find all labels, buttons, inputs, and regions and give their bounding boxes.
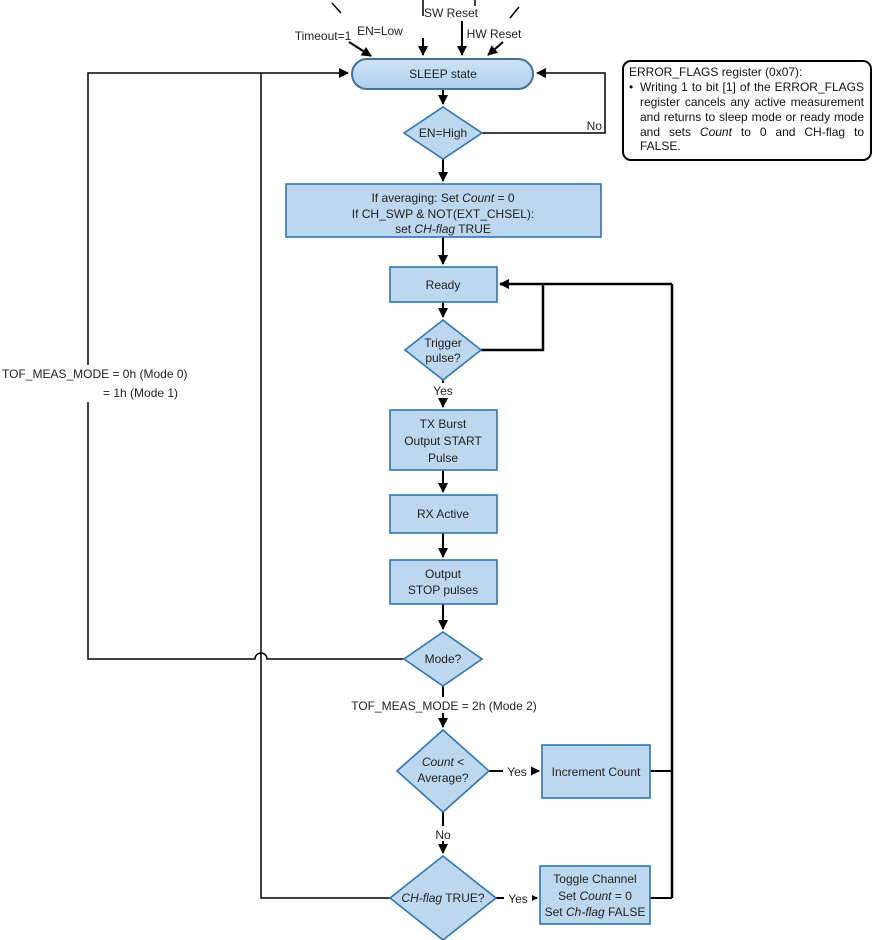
label-mask <box>429 383 457 398</box>
edge-label-mode2-group: TOF_MEAS_MODE = 2h (Mode 2) <box>351 697 537 713</box>
init-line1: If averaging: Set Count = 0 <box>371 191 514 205</box>
edge-label-yes-chflag-group: Yes <box>504 890 532 906</box>
trigger-label-hw-reset: HW Reset <box>467 27 522 41</box>
node-en-high-label: EN=High <box>419 126 467 140</box>
node-sleep-state <box>351 58 534 90</box>
mode-label: Mode? <box>425 652 462 666</box>
node-ch-flag-decision <box>388 854 498 940</box>
tx-burst-line3: Pulse <box>428 451 458 465</box>
edge-label-mode2: TOF_MEAS_MODE = 2h (Mode 2) <box>351 699 537 713</box>
toggle-channel-line1: Toggle Channel <box>553 872 636 886</box>
ch-flag-label: CH-flag TRUE? <box>401 891 484 905</box>
count-average-line2: Average? <box>417 771 468 785</box>
error-flags-note-title: ERROR_FLAGS register (0x07): <box>629 65 803 79</box>
error-flags-note-body: Writing 1 to bit [1] of the ERROR_FLAGS … <box>640 79 864 154</box>
node-ready <box>389 266 498 303</box>
init-line3: set CH-flag TRUE <box>395 222 491 236</box>
trigger-label-sw-reset: SW Reset <box>424 6 479 20</box>
toggle-channel-line3: Set Ch-flag FALSE <box>545 905 646 919</box>
label-mask <box>504 890 532 905</box>
node-increment-count <box>541 744 651 799</box>
edge-label-yes-count-group: Yes <box>503 763 531 779</box>
toggle-channel-line2: Set Count = 0 <box>558 889 632 903</box>
edge-label-no-sleep: No <box>587 119 603 133</box>
node-init-box <box>285 183 602 238</box>
edge-label-yes-trigger-group: Yes <box>429 383 457 398</box>
connector-chflag-no-return-to-sleep <box>260 73 390 899</box>
edge-label-no-count-group: No <box>429 826 457 842</box>
edge-label-mode01-group: TOF_MEAS_MODE = 0h (Mode 0) = 1h (Mode 1… <box>0 365 192 402</box>
tx-burst-line1: TX Burst <box>420 417 467 431</box>
connector-trigger-no-loop <box>481 284 545 352</box>
connector-mode0-1-return-to-sleep <box>87 68 404 660</box>
rx-active-label: RX Active <box>417 507 469 521</box>
edge-label-yes-chflag: Yes <box>508 892 528 906</box>
node-count-average-decision <box>395 728 491 814</box>
edge-label-no-count: No <box>435 828 451 842</box>
node-tx-burst <box>389 409 498 471</box>
increment-count-label: Increment Count <box>552 765 641 779</box>
count-average-line1: Count < <box>422 755 464 769</box>
edge-label-yes-count: Yes <box>507 765 527 779</box>
trigger-pulse-line2: pulse? <box>425 351 461 365</box>
output-stop-line2: STOP pulses <box>408 583 478 597</box>
timeout-leader-tick <box>331 2 342 14</box>
output-stop-line1: Output <box>425 567 462 581</box>
label-mask <box>503 763 531 778</box>
error-flags-note: ERROR_FLAGS register (0x07): • Writing 1… <box>622 60 872 162</box>
init-line2: If CH_SWP & NOT(EXT_CHSEL): <box>352 207 534 221</box>
node-sleep-label: SLEEP state <box>409 67 477 81</box>
tx-burst-line2: Output START <box>404 434 482 448</box>
hwreset-leader-tick <box>509 6 520 19</box>
trigger-label-timeout: Timeout=1 <box>295 29 352 43</box>
error-flags-note-bullet-row: • Writing 1 to bit [1] of the ERROR_FLAG… <box>629 80 864 154</box>
node-rx-active <box>389 494 498 534</box>
edge-label-mode01-line1: TOF_MEAS_MODE = 0h (Mode 0) <box>2 367 188 381</box>
label-mask <box>352 697 536 713</box>
trigger-label-en-low: EN=Low <box>357 24 403 38</box>
hwreset-arrow <box>487 41 504 56</box>
node-en-high-decision <box>402 106 484 160</box>
timeout-arrow <box>348 41 372 57</box>
trigger-pulse-line1: Trigger <box>424 336 462 350</box>
label-mask <box>0 365 192 402</box>
edge-label-mode01-line2: = 1h (Mode 1) <box>103 386 178 400</box>
node-mode-decision <box>402 631 484 687</box>
bullet-icon: • <box>629 79 634 94</box>
node-toggle-channel <box>539 865 651 925</box>
edge-label-yes-trigger: Yes <box>433 384 453 398</box>
connector-enhigh-no-to-sleep <box>481 68 606 134</box>
label-mask <box>429 826 457 841</box>
node-trigger-pulse-decision <box>403 318 483 382</box>
node-output-stop <box>389 559 498 605</box>
node-ready-label: Ready <box>426 278 461 292</box>
